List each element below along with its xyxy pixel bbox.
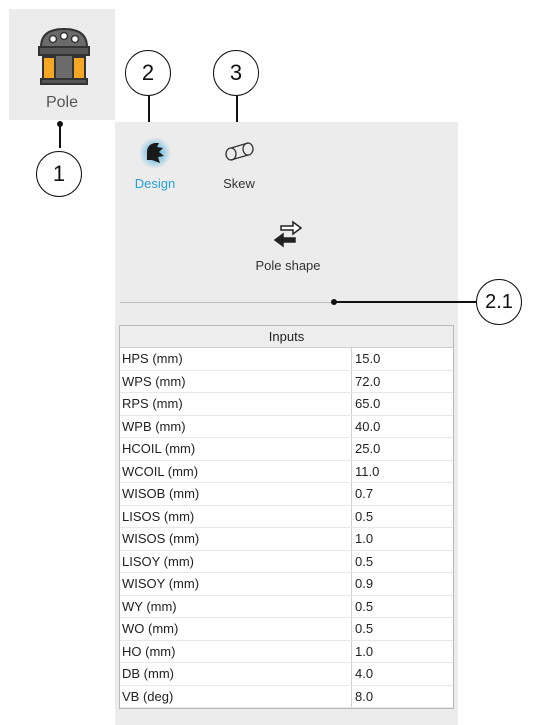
- table-row: WO (mm)0.5: [120, 618, 453, 641]
- param-name: HO (mm): [120, 640, 352, 662]
- param-value[interactable]: 40.0: [355, 418, 381, 434]
- pole-shape-label: Pole shape: [255, 258, 321, 273]
- table-row: RPS (mm)65.0: [120, 393, 453, 416]
- param-value[interactable]: 0.5: [355, 598, 374, 614]
- design-icon: [139, 137, 171, 169]
- param-name: DB (mm): [120, 663, 352, 685]
- param-value[interactable]: 0.5: [355, 553, 374, 569]
- param-name: RPS (mm): [120, 393, 352, 415]
- param-name: WISOB (mm): [120, 483, 352, 505]
- param-value[interactable]: 4.0: [355, 666, 374, 681]
- table-row: LISOS (mm)0.5: [120, 505, 453, 528]
- param-value[interactable]: 8.0: [355, 688, 374, 704]
- param-name: HPS (mm): [120, 348, 352, 370]
- inputs-header: Inputs: [120, 326, 453, 348]
- callout-2: 2: [125, 50, 171, 96]
- param-name: WPB (mm): [120, 415, 352, 437]
- param-value[interactable]: 25.0: [355, 441, 381, 456]
- param-value[interactable]: 11.0: [355, 463, 380, 479]
- param-value[interactable]: 0.5: [355, 621, 374, 636]
- param-value[interactable]: 1.0: [355, 531, 374, 546]
- param-name: HCOIL (mm): [120, 438, 352, 460]
- table-row: VB (deg)8.0: [120, 685, 453, 708]
- table-row: HPS (mm)15.0: [120, 348, 453, 371]
- callout-1-leader: [59, 124, 61, 148]
- table-row: WCOIL (mm)11.0: [120, 460, 453, 483]
- param-name: WISOS (mm): [120, 528, 352, 550]
- pole-label: Pole: [45, 94, 79, 111]
- table-row: WISOB (mm)0.7: [120, 483, 453, 506]
- callout-1: 1: [36, 151, 82, 197]
- tab-design-label: Design: [134, 176, 176, 191]
- param-name: LISOS (mm): [120, 505, 352, 527]
- pole-panel: Design Skew Pole shape Inputs HPS (mm)15…: [115, 122, 458, 725]
- tab-design[interactable]: Design: [125, 136, 185, 191]
- table-row: WPB (mm)40.0: [120, 415, 453, 438]
- table-row: LISOY (mm)0.5: [120, 550, 453, 573]
- param-name: LISOY (mm): [120, 550, 352, 572]
- callout-2-1-leader: [334, 301, 476, 303]
- table-row: WISOS (mm)1.0: [120, 528, 453, 551]
- param-value[interactable]: 15.0: [355, 351, 381, 366]
- tab-skew[interactable]: Skew: [211, 136, 267, 191]
- param-value[interactable]: 72.0: [355, 373, 381, 389]
- param-value[interactable]: 0.9: [355, 576, 374, 591]
- table-row: HCOIL (mm)25.0: [120, 438, 453, 461]
- callout-3: 3: [213, 50, 259, 96]
- param-value[interactable]: 65.0: [355, 396, 381, 411]
- param-name: WPS (mm): [120, 370, 352, 392]
- param-name: WCOIL (mm): [120, 460, 352, 482]
- callout-3-leader: [236, 96, 238, 125]
- callout-1-dot: [57, 121, 63, 127]
- table-row: DB (mm)4.0: [120, 663, 453, 686]
- param-name: WISOY (mm): [120, 573, 352, 595]
- table-row: HO (mm)1.0: [120, 640, 453, 663]
- swap-arrows-icon: [273, 220, 303, 248]
- callout-2-1: 2.1: [476, 279, 522, 325]
- callout-2-leader: [148, 96, 150, 125]
- pole-icon: [38, 27, 90, 85]
- param-value[interactable]: 0.7: [355, 486, 374, 501]
- param-name: WY (mm): [120, 595, 352, 617]
- tab-skew-label: Skew: [223, 176, 255, 191]
- table-row: WPS (mm)72.0: [120, 370, 453, 393]
- param-value[interactable]: 1.0: [355, 643, 374, 659]
- param-name: VB (deg): [120, 685, 352, 707]
- table-row: WY (mm)0.5: [120, 595, 453, 618]
- table-row: WISOY (mm)0.9: [120, 573, 453, 596]
- param-value[interactable]: 0.5: [355, 508, 374, 524]
- pole-button[interactable]: Pole: [9, 9, 115, 120]
- panel-divider: [120, 302, 453, 303]
- skew-icon: [225, 142, 254, 161]
- pole-shape-button[interactable]: Pole shape: [233, 218, 343, 273]
- param-name: WO (mm): [120, 618, 352, 640]
